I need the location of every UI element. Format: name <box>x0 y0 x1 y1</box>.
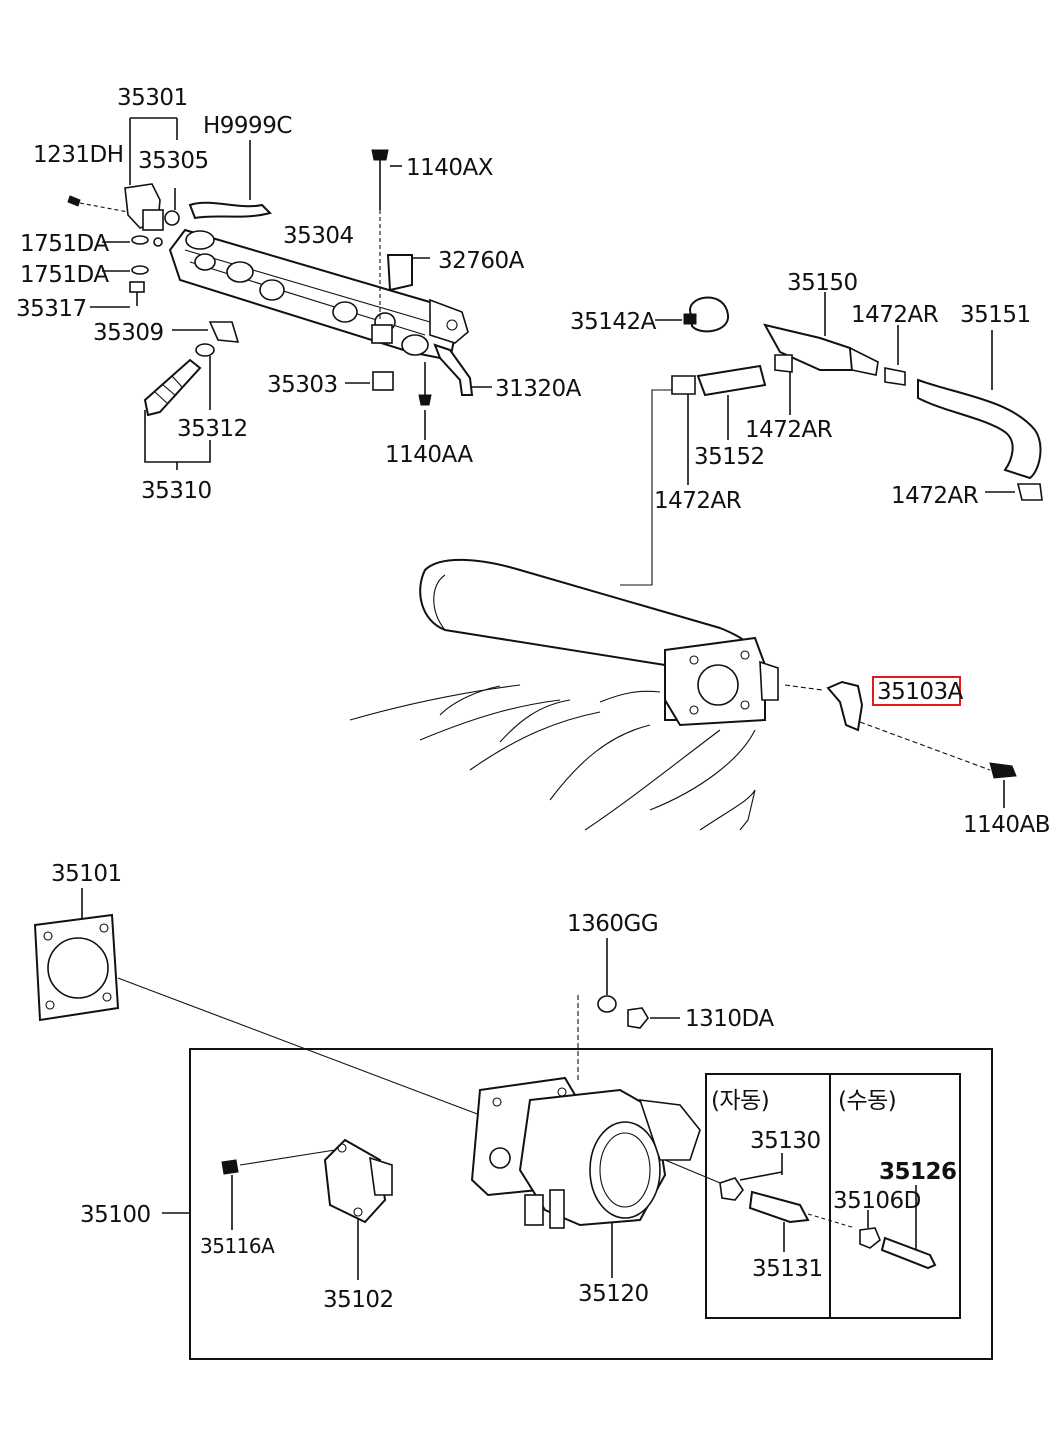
label-auto-header: (자동) <box>711 1088 769 1114</box>
label-H9999C: H9999C <box>203 113 292 139</box>
label-35151: 35151 <box>960 302 1031 328</box>
label-32760A: 32760A <box>438 248 525 274</box>
label-31320A: 31320A <box>495 376 582 402</box>
bypass-hose-assembly <box>620 292 1043 586</box>
fuel-rail-assembly <box>67 117 492 470</box>
label-35303: 35303 <box>267 372 338 398</box>
label-35304: 35304 <box>283 223 354 249</box>
gasket-35101 <box>33 888 481 1116</box>
part-labels: 35301 H9999C 1231DH 35305 1140AX 1751DA … <box>16 85 1051 1313</box>
label-35317: 35317 <box>16 296 87 322</box>
label-1360GG: 1360GG <box>567 911 658 937</box>
label-35130: 35130 <box>750 1128 821 1154</box>
label-35309: 35309 <box>93 320 164 346</box>
bracket-35103A <box>826 680 1017 808</box>
label-35106D: 35106D <box>833 1188 921 1214</box>
label-35310: 35310 <box>141 478 212 504</box>
label-1751DA-upper: 1751DA <box>20 231 109 257</box>
intake-manifold <box>349 558 823 831</box>
label-35101: 35101 <box>51 861 122 887</box>
throttle-body-box <box>162 1048 993 1360</box>
label-35116A: 35116A <box>200 1234 275 1258</box>
label-35120: 35120 <box>578 1281 649 1307</box>
label-1140AA: 1140AA <box>385 442 473 468</box>
label-1472AR-valve: 1472AR <box>851 302 939 328</box>
label-1751DA-lower: 1751DA <box>20 262 109 288</box>
label-35305: 35305 <box>138 148 209 174</box>
label-35152: 35152 <box>694 444 765 470</box>
label-manual-header: (수동) <box>838 1088 896 1114</box>
label-1472AR-mid: 1472AR <box>745 417 833 443</box>
highlight-box-35103A <box>872 676 961 706</box>
label-35150: 35150 <box>787 270 858 296</box>
label-35103A: 35103A <box>877 679 964 705</box>
label-1140AX: 1140AX <box>406 155 494 181</box>
label-1140AB: 1140AB <box>963 812 1050 838</box>
label-35102: 35102 <box>323 1287 394 1313</box>
label-35301: 35301 <box>117 85 188 111</box>
nut-washer-set <box>577 938 680 1080</box>
label-35142A: 35142A <box>570 309 657 335</box>
label-1231DH: 1231DH <box>33 142 124 168</box>
label-35312: 35312 <box>177 416 248 442</box>
label-1472AR-left: 1472AR <box>654 488 742 514</box>
label-1310DA: 1310DA <box>685 1006 774 1032</box>
label-1472AR-right: 1472AR <box>891 483 979 509</box>
label-35100: 35100 <box>80 1202 151 1228</box>
label-35131: 35131 <box>752 1256 823 1282</box>
label-35126: 35126 <box>879 1159 957 1185</box>
